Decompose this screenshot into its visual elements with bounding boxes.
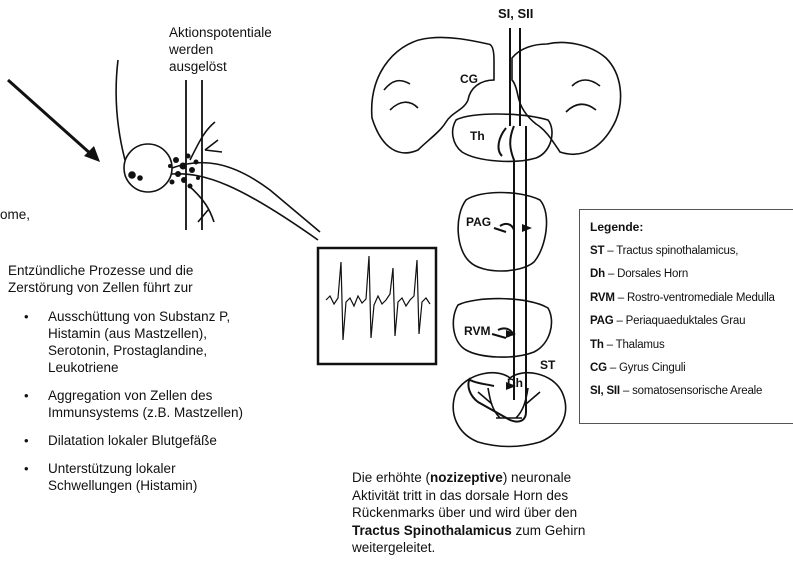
intro-text: Entzündliche Prozesse und die Zerstörung… — [8, 262, 193, 296]
action-potential-recording — [318, 248, 436, 364]
caption-text: Die erhöhte (nozizeptive) neuronale Akti… — [352, 469, 672, 557]
label-st: ST — [540, 358, 555, 372]
legend-item: RVM – Rostro-ventromediale Medulla — [590, 291, 793, 305]
label-si-sii: SI, SII — [498, 6, 533, 21]
list-item: Unterstützung lokaler Schwellungen (Hist… — [18, 460, 318, 494]
legend-item: ST – Tractus spinothalamicus, — [590, 244, 793, 258]
label-rvm: RVM — [464, 324, 490, 338]
pointer-arrow — [8, 80, 100, 162]
legend-box: Legende: ST – Tractus spinothalamicus, D… — [579, 209, 793, 424]
list-item: Ausschüttung von Substanz P, Histamin (a… — [18, 308, 318, 376]
label-pag: PAG — [466, 215, 491, 229]
label-th: Th — [470, 129, 485, 143]
legend-title: Legende: — [590, 220, 793, 234]
list-item: Dilatation lokaler Blutgefäße — [18, 432, 318, 449]
legend-item: Dh – Dorsales Horn — [590, 267, 793, 281]
legend-item: Th – Thalamus — [590, 338, 793, 352]
action-potential-label: Aktionspotentiale werden ausgelöst — [169, 24, 272, 75]
legend-item: SI, SII – somatosensorische Areale — [590, 384, 793, 398]
label-cg: CG — [460, 72, 478, 86]
list-item: Aggregation von Zellen des Immunsystems … — [18, 387, 318, 421]
legend-item: PAG – Periaquaeduktales Grau — [590, 314, 793, 328]
nociceptor-neuron — [116, 60, 320, 240]
label-dh: Dh — [507, 376, 523, 390]
tissue-damage-cluster — [168, 154, 200, 189]
cropped-left-text: ome, — [0, 206, 30, 223]
legend-item: CG – Gyrus Cinguli — [590, 361, 793, 375]
descending-arrows — [506, 224, 532, 390]
effects-list: Ausschüttung von Substanz P, Histamin (a… — [18, 308, 318, 505]
